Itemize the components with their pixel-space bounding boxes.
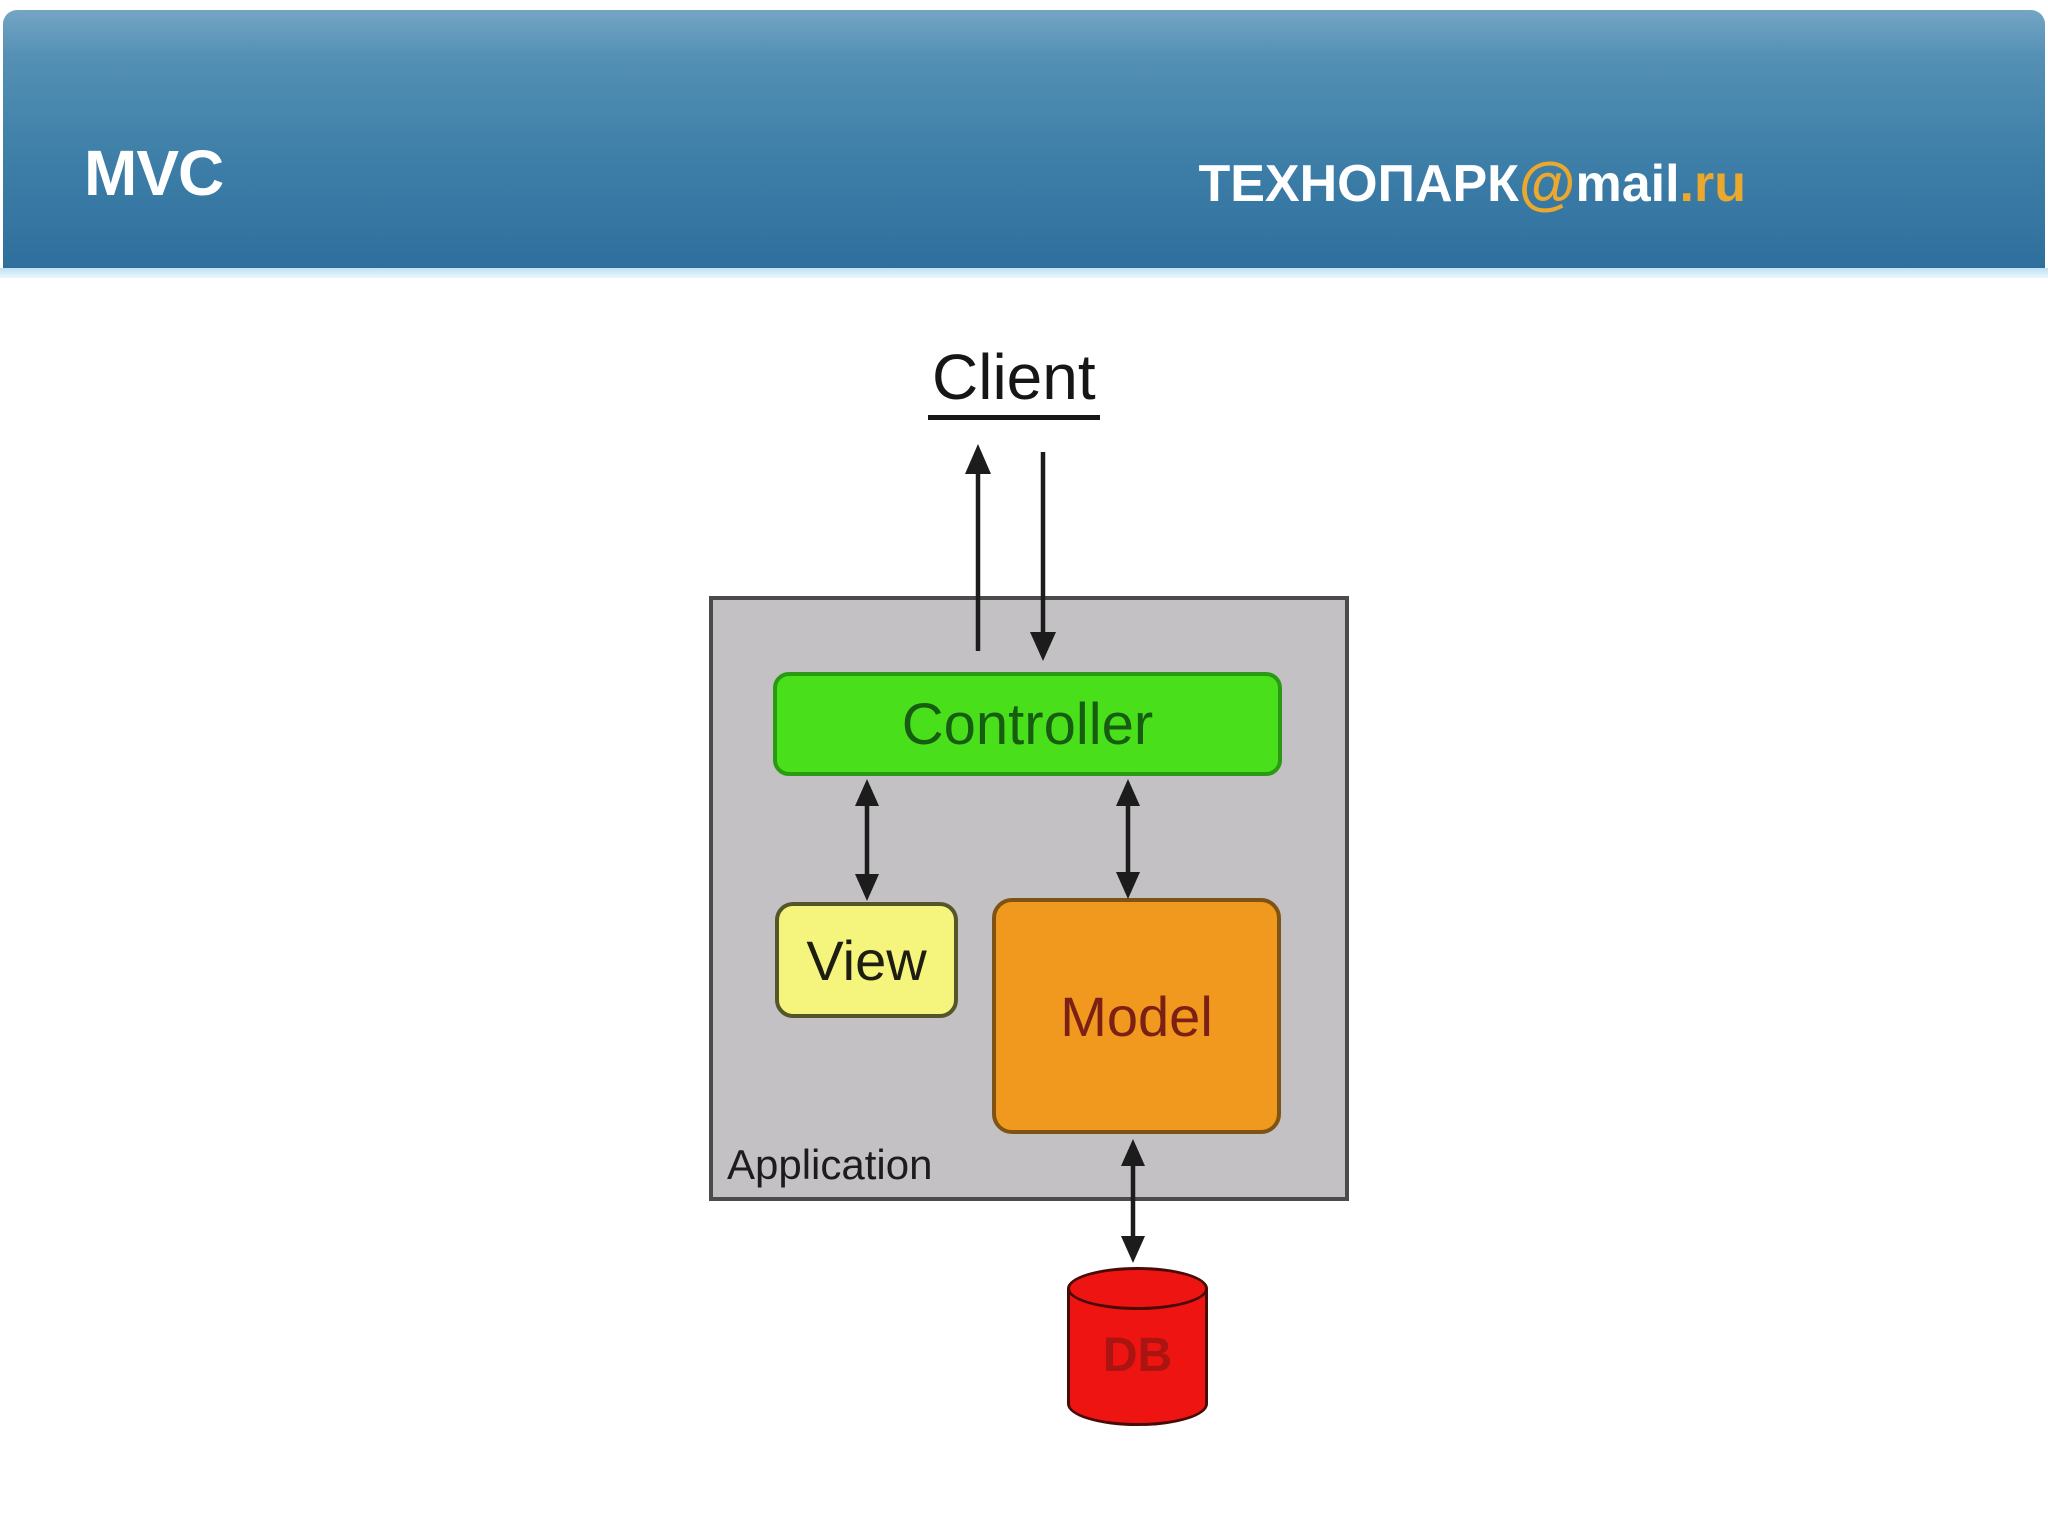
db-node-label: DB: [1102, 1329, 1173, 1382]
controller-node: Controller: [773, 672, 1282, 776]
technopark-mailru-logo: ТЕХНОПАРК@mail.ru: [1198, 148, 1746, 216]
header-bar: [3, 10, 2045, 268]
client-node-label: Client: [928, 343, 1100, 421]
logo-brand-text: ТЕХНОПАРК: [1198, 155, 1519, 213]
logo-domain-text: .ru: [1679, 155, 1746, 213]
logo-at-icon: @: [1518, 151, 1576, 216]
model-node: Model: [992, 898, 1281, 1134]
db-cylinder-body: [1067, 1288, 1208, 1426]
application-box-label: Application: [727, 1141, 933, 1188]
view-node: View: [775, 902, 958, 1018]
logo-mail-text: mail: [1575, 155, 1680, 213]
header-underline: [0, 268, 2048, 278]
db-cylinder-top: [1067, 1267, 1208, 1310]
slide-title: MVC: [84, 137, 224, 209]
